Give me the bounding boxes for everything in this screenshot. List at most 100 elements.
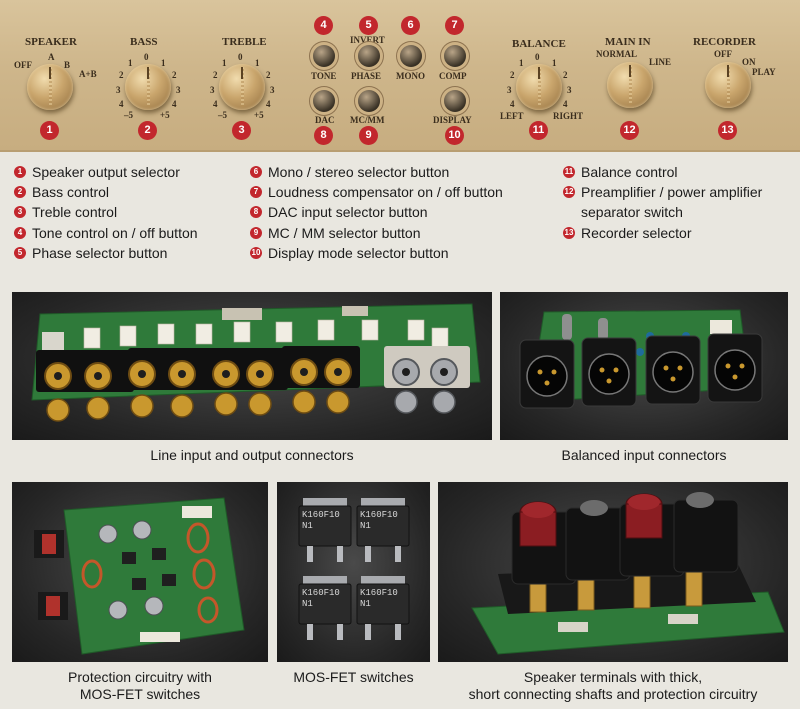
display-label: DISPLAY [433, 115, 472, 125]
chip-marking-bottom: N1 [360, 599, 371, 609]
protection-board-illustration [34, 497, 245, 655]
bass-control-knob[interactable] [125, 64, 171, 110]
protection-circuitry-photo [12, 482, 268, 662]
legend-item-continued: separator switch [563, 202, 762, 222]
speaker-off-label: OFF [14, 60, 32, 70]
speaker-terminals-caption: Speaker terminals with thick, short conn… [438, 669, 788, 703]
legend-number: 2 [14, 186, 26, 199]
legend-text: separator switch [581, 204, 683, 221]
treble-tick: 1 [255, 58, 260, 68]
speaker-b-label: B [64, 60, 71, 70]
recorder-selector-knob[interactable] [705, 62, 751, 108]
callout-10: 10 [445, 126, 464, 145]
legend-number: 9 [250, 226, 262, 239]
line-io-connectors-photo [12, 292, 492, 440]
mono-button[interactable] [400, 45, 422, 67]
balance-tick: 3 [507, 85, 512, 95]
line-io-caption: Line input and output connectors [150, 447, 354, 463]
legend-number: 12 [563, 186, 575, 199]
legend-text: MC / MM selector button [268, 224, 421, 241]
treble-tick: 3 [270, 85, 275, 95]
chip-marking-top: K160F10 [302, 588, 340, 598]
chip-marking-top: K160F10 [302, 510, 340, 520]
treble-tick: 2 [213, 70, 218, 80]
chip-marking-top: K160F10 [360, 588, 398, 598]
protection-caption-line-1: Protection circuitry with [68, 669, 212, 685]
treble-tick: –5 [218, 110, 227, 120]
legend-text: Balance control [581, 164, 678, 180]
legend-text: Treble control [32, 204, 118, 221]
balance-tick: 1 [519, 58, 524, 68]
display-button[interactable] [444, 90, 466, 112]
speaker-caption-line-1: Speaker terminals with thick, [523, 669, 703, 685]
dac-button[interactable] [313, 90, 335, 112]
speaker-terminals-photo [438, 482, 788, 662]
tone-button[interactable] [313, 45, 335, 67]
bass-tick: 3 [176, 85, 181, 95]
treble-tick: 4 [266, 99, 271, 109]
legend-number: 6 [250, 166, 262, 178]
comp-button[interactable] [444, 45, 466, 67]
legend-text: Tone control on / off button [32, 224, 198, 241]
treble-tick: 0 [238, 52, 243, 62]
balance-tick: 4 [510, 99, 515, 109]
treble-tick: 1 [222, 58, 227, 68]
treble-control-knob[interactable] [219, 64, 265, 110]
bass-tick: 2 [119, 70, 124, 80]
legend-text: Loudness compensator on / off button [268, 184, 503, 201]
mainin-line-label: LINE [649, 57, 672, 67]
legend-number: 11 [563, 166, 575, 178]
speaker-caption-line-2: short connecting shafts and protection c… [468, 686, 758, 702]
legend-item: 11 Balance control [563, 162, 762, 182]
chip-marking-top: K160F10 [360, 510, 398, 520]
legend-text: Preamplifier / power amplifier [581, 184, 763, 201]
callout-4: 4 [314, 16, 333, 35]
balance-tick: 2 [510, 70, 515, 80]
dac-label: DAC [315, 115, 335, 125]
tone-label: TONE [311, 71, 337, 81]
balance-title: BALANCE [512, 38, 566, 50]
treble-tick: +5 [254, 110, 264, 120]
legend-item: 7 Loudness compensator on / off button [250, 182, 503, 202]
comp-label: COMP [439, 71, 467, 81]
legend-item: 12 Preamplifier / power amplifier [563, 182, 762, 202]
balance-left-label: LEFT [500, 111, 524, 121]
chip-marking-bottom: N1 [360, 521, 371, 531]
balance-tick: 2 [563, 70, 568, 80]
legend-item: 4 Tone control on / off button [14, 223, 198, 243]
bass-tick: 0 [144, 52, 149, 62]
legend-text: DAC input selector button [268, 204, 428, 221]
legend-text: Phase selector button [32, 244, 168, 261]
callout-8: 8 [314, 126, 333, 145]
callout-12: 12 [620, 121, 639, 140]
phase-button[interactable] [358, 45, 380, 67]
mcmm-label: MC/MM [350, 115, 385, 125]
legend-text: Display mode selector button [268, 244, 449, 261]
mosfet-caption: MOS-FET switches [293, 669, 414, 685]
protection-caption-line-2: MOS-FET switches [79, 686, 201, 702]
callout-13: 13 [718, 121, 737, 140]
recorder-title: RECORDER [693, 36, 756, 48]
speaker-selector-knob[interactable] [27, 64, 73, 110]
balance-tick: 3 [567, 85, 572, 95]
legend-number: 4 [14, 226, 26, 239]
legend-text: Speaker output selector [32, 164, 180, 180]
mcmm-button[interactable] [358, 90, 380, 112]
recorder-on-label: ON [742, 57, 756, 67]
mono-label: MONO [396, 71, 425, 81]
bass-tick: +5 [160, 110, 170, 120]
speaker-terminals-illustration [471, 492, 785, 655]
balance-control-knob[interactable] [516, 64, 562, 110]
mainin-switch-knob[interactable] [607, 62, 653, 108]
callout-7: 7 [445, 16, 464, 35]
legend-number: 7 [250, 186, 262, 199]
legend-column-3: 11 Balance control 12 Preamplifier / power… [563, 162, 762, 243]
bass-title: BASS [130, 36, 158, 48]
